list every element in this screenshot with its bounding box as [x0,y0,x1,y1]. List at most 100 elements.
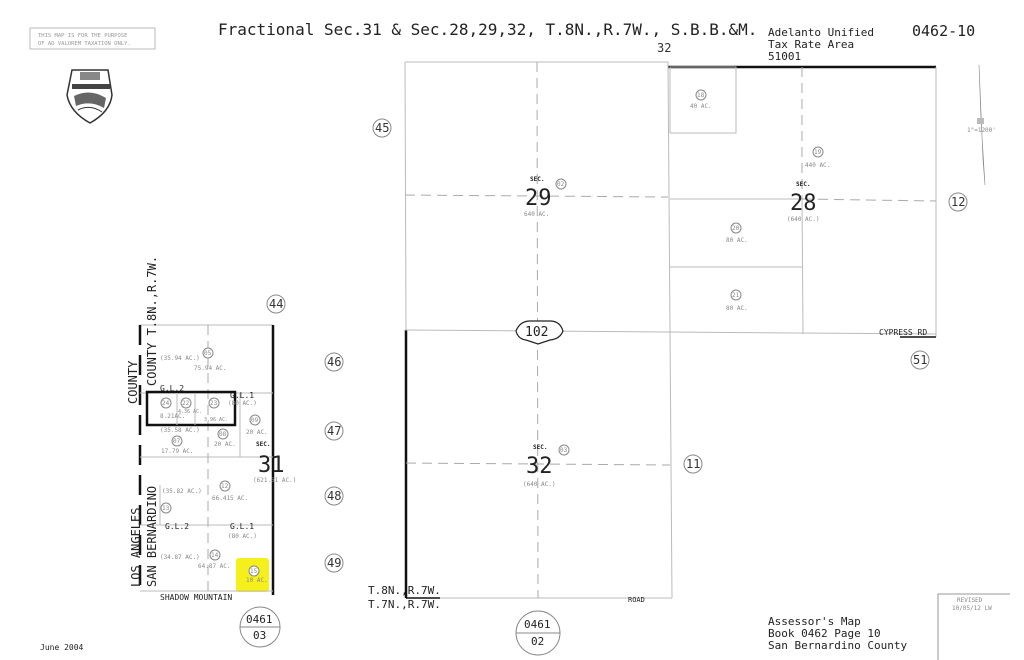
parcel-acres: (640 AC.) [523,481,556,488]
county-label: SAN BERNARDINO [145,486,159,587]
parcel-acres: 40 AC. [690,103,712,110]
tax-area-label: Tax Rate Area [768,38,854,51]
svg-text:66.415 AC.: 66.415 AC. [212,495,248,502]
footer-county: San Bernardino County [768,639,907,652]
footer-title: Assessor's Map [768,615,861,628]
svg-text:17.79 AC.: 17.79 AC. [161,448,194,455]
parcel-acres: (621.61 AC.) [253,477,296,484]
township-label: T.7N.,R.7W. [368,598,441,611]
svg-text:20 AC.: 20 AC. [214,441,236,448]
parcel-number: 03 [560,447,568,454]
svg-text:05: 05 [204,350,212,357]
svg-text:8.21AC.: 8.21AC. [160,413,185,420]
sheet-book: 0461 [246,613,273,626]
svg-text:15: 15 [250,568,258,575]
adjoining-page[interactable]: 11 [686,457,700,471]
road-marker [515,320,564,345]
street-label: ROAD [628,596,645,604]
svg-text:G.L.2: G.L.2 [160,384,184,393]
parcel-number: 21 [732,292,740,299]
disclaimer-text: OF AD VALOREM TAXATION ONLY. [38,41,131,47]
svg-text:3.96 AC.: 3.96 AC. [204,417,228,423]
adjoining-page[interactable]: 49 [327,556,341,570]
disclaimer-box [29,27,156,50]
parcel-number: 20 [732,225,740,232]
tax-area-label: Adelanto Unified [768,26,874,39]
parcel-number: 19 [814,149,822,156]
county-label: LOS ANGELES [129,508,143,587]
sec-label: SEC. [796,181,810,188]
sheet-book: 0461 [524,618,551,631]
township-label: COUNTY T.8N.,R.7W. [145,256,159,386]
adjoining-page[interactable]: 48 [327,489,341,503]
sec-label: SEC. [256,441,270,448]
adjoining-page[interactable]: 51 [913,353,927,367]
parcel-number: 18 [697,92,705,99]
parcel-acres: 80 AC. [726,237,748,244]
svg-text:4.36 AC.: 4.36 AC. [178,409,202,415]
svg-text:20 AC.: 20 AC. [246,429,268,436]
tax-area-code: 51001 [768,50,801,63]
svg-text:G.L.2: G.L.2 [165,522,189,531]
north-arrow-icon [977,64,986,186]
adjoining-page[interactable]: 44 [269,297,283,311]
township-label: T.8N.,R.7W. [368,584,441,597]
sheet-ref-0461-03[interactable]: 0461 03 [239,606,281,648]
street-label: CYPRESS RD [879,328,927,337]
map-title: Fractional Sec.31 & Sec.28,29,32, T.8N.,… [218,20,757,39]
parcel-acres: 80 AC. [726,305,748,312]
section-number: 31 [258,453,285,478]
svg-text:24: 24 [162,400,170,407]
parcel-acres: (640 AC.) [787,216,820,223]
section-number: 32 [526,454,553,479]
section-number: 28 [790,191,817,216]
section-number: 29 [525,186,552,211]
footer-book: Book 0462 Page 10 [768,627,881,640]
svg-text:(35.82 AC.): (35.82 AC.) [162,488,202,495]
adjoining-page-markers: 45 32 12 51 11 44 46 47 48 49 [266,41,968,573]
sheet-page: 03 [253,629,266,642]
adjoining-page[interactable]: 32 [657,41,671,55]
sheet-page: 02 [531,635,544,648]
revision-box [937,593,1010,660]
svg-text:13: 13 [162,505,170,512]
svg-text:G.L.1: G.L.1 [230,391,254,400]
svg-text:14: 14 [211,552,219,559]
sheet-ref-0461-02[interactable]: 0461 02 [515,610,561,656]
svg-text:22: 22 [182,400,190,407]
svg-text:12: 12 [221,483,229,490]
sec31-parcels: 05 (35.94 AC.) 75.94 AC. G.L.2 G.L.1 (80… [160,347,268,584]
map-number: 0462-10 [912,22,975,40]
county-label: COUNTY [126,360,140,404]
county-seal-icon [66,69,113,124]
svg-text:(80 AC.): (80 AC.) [228,533,257,540]
adjoining-page[interactable]: 47 [327,424,341,438]
parcel-boundary [145,390,237,427]
svg-text:10 AC.: 10 AC. [246,577,268,584]
svg-text:23: 23 [210,400,218,407]
revised-date: 10/05/12 LW [952,605,992,612]
svg-text:08: 08 [219,431,227,438]
svg-text:(34.87 AC.): (34.87 AC.) [160,554,200,561]
parcel-number: 02 [557,181,565,188]
svg-text:(35.94 AC.): (35.94 AC.) [160,355,200,362]
adjoining-page[interactable]: 45 [375,121,389,135]
adjoining-page[interactable]: 12 [951,195,965,209]
sec-label: SEC. [530,176,544,183]
svg-text:07: 07 [173,438,181,445]
sec-label: SEC. [533,444,547,451]
adjoining-page[interactable]: 46 [327,355,341,369]
parcel-acres: 640 AC. [524,211,549,218]
svg-text:(80 AC.): (80 AC.) [228,400,257,407]
svg-text:(35.58 AC.): (35.58 AC.) [160,427,200,434]
scale-label: 1"=1200' [967,127,996,134]
svg-text:G.L.1: G.L.1 [230,522,254,531]
road-number: 102 [525,325,548,340]
map-date: June 2004 [40,643,84,652]
svg-text:09: 09 [251,417,259,424]
svg-text:75.94 AC.: 75.94 AC. [194,365,227,372]
revised-label: REVISED [957,597,983,604]
svg-text:64.87 AC.: 64.87 AC. [198,563,231,570]
parcel-acres: 440 AC. [805,162,830,169]
